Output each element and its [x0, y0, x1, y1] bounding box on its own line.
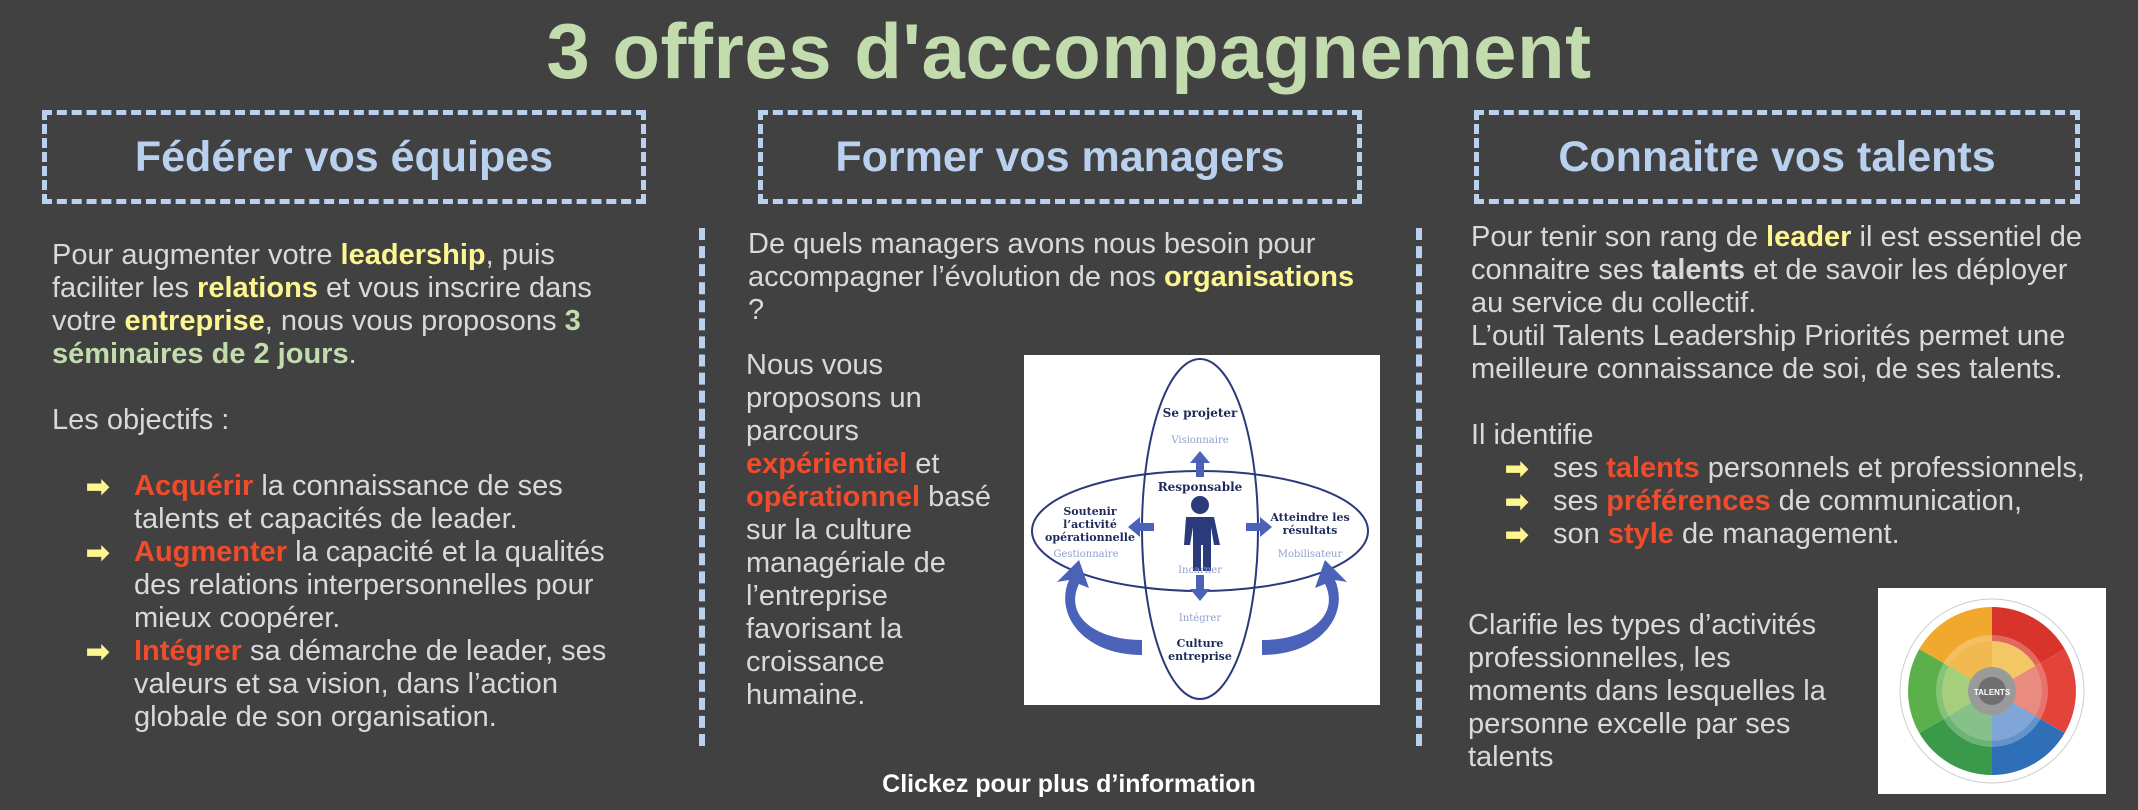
list-item: ➡Acquérir la connaissance de ses talents…	[86, 470, 563, 535]
diagram-label-left-1: Soutenir	[1063, 505, 1117, 518]
identifies-label: Il identifie	[1471, 419, 1594, 451]
header-connaitre-label: Connaitre vos talents	[1558, 132, 1996, 181]
header-federer[interactable]: Fédérer vos équipes	[42, 110, 646, 204]
diagram-label-center: Responsable	[1158, 480, 1243, 494]
list-item: ➡son style de management.	[1505, 518, 1900, 550]
arrow-left-icon	[1128, 517, 1154, 537]
list-item: ➡ses préférences de communication,	[1505, 485, 2023, 517]
clarify-text: Clarifie les types d’activités professio…	[1468, 609, 1826, 773]
former-question: De quels managers avons nous besoin pour…	[748, 228, 1355, 326]
diagram-label-left-3: opérationnelle	[1045, 531, 1135, 544]
talents-wheel-svg: TALENTS	[1899, 598, 2085, 784]
diagram-label-bottom-2: entreprise	[1168, 650, 1232, 663]
federer-intro: Pour augmenter votre leadership, puis fa…	[52, 239, 592, 370]
arrow-down-icon	[1190, 575, 1210, 601]
objectives-label: Les objectifs :	[52, 404, 230, 436]
diagram-sub-left: Gestionnaire	[1053, 549, 1118, 560]
diagram-sub-bottom: Intégrer	[1179, 613, 1221, 624]
arrow-right-icon: ➡	[86, 537, 110, 568]
diagram-label-right-1: Atteindre les	[1269, 511, 1349, 524]
curved-arrow-right-icon	[1262, 560, 1347, 655]
list-item: ➡Augmenter la capacité et la qualités de…	[86, 536, 605, 634]
management-diagram[interactable]: Se projeter Visionnaire Responsable Inca…	[1024, 355, 1380, 705]
tool-description: L’outil Talents Leadership Priorités per…	[1471, 320, 2066, 385]
column-divider-left	[699, 228, 705, 746]
diagram-sub-top: Visionnaire	[1170, 435, 1228, 446]
curved-arrow-left-icon	[1057, 560, 1142, 655]
list-item: ➡ses talents personnels et professionnel…	[1505, 452, 2085, 484]
diagram-svg: Se projeter Visionnaire Responsable Inca…	[1031, 358, 1369, 700]
page-title: 3 offres d'accompagnement	[546, 7, 1592, 95]
diagram-sub-center: Incarner	[1178, 565, 1222, 576]
diagram-label-left-2: l’activité	[1063, 518, 1117, 531]
header-federer-label: Fédérer vos équipes	[134, 132, 554, 181]
arrow-right-icon: ➡	[1505, 453, 1529, 484]
list-item: ➡Intégrer sa démarche de leader, ses val…	[86, 635, 607, 733]
arrow-right-icon: ➡	[86, 636, 110, 667]
diagram-label-right-2: résultats	[1283, 524, 1338, 537]
objectives-list: ➡Acquérir la connaissance de ses talents…	[52, 470, 642, 734]
talents-wheel[interactable]: TALENTS	[1878, 588, 2106, 794]
arrow-right-icon: ➡	[86, 471, 110, 502]
wheel-center-label: TALENTS	[1974, 688, 2011, 697]
header-former-label: Former vos managers	[835, 132, 1285, 181]
column-divider-right	[1416, 228, 1422, 746]
direction-arrows	[1128, 451, 1272, 601]
header-former[interactable]: Former vos managers	[758, 110, 1362, 204]
arrow-right-icon	[1246, 517, 1272, 537]
person-icon	[1184, 496, 1220, 571]
diagram-label-bottom-1: Culture	[1177, 637, 1224, 650]
identifies-list: ➡ses talents personnels et professionnel…	[1471, 452, 2101, 551]
arrow-right-icon: ➡	[1505, 486, 1529, 517]
connaitre-intro: Pour tenir son rang de leader il est ess…	[1471, 221, 2082, 385]
header-connaitre[interactable]: Connaitre vos talents	[1474, 110, 2080, 204]
diagram-label-top: Se projeter	[1163, 406, 1238, 420]
arrow-up-icon	[1190, 451, 1210, 477]
arrow-right-icon: ➡	[1505, 519, 1529, 550]
former-offer: Nous vous proposons un parcours expérien…	[746, 349, 991, 711]
more-info-link[interactable]: Clickez pour plus d’information	[882, 770, 1256, 798]
diagram-sub-right: Mobilisateur	[1278, 549, 1343, 560]
